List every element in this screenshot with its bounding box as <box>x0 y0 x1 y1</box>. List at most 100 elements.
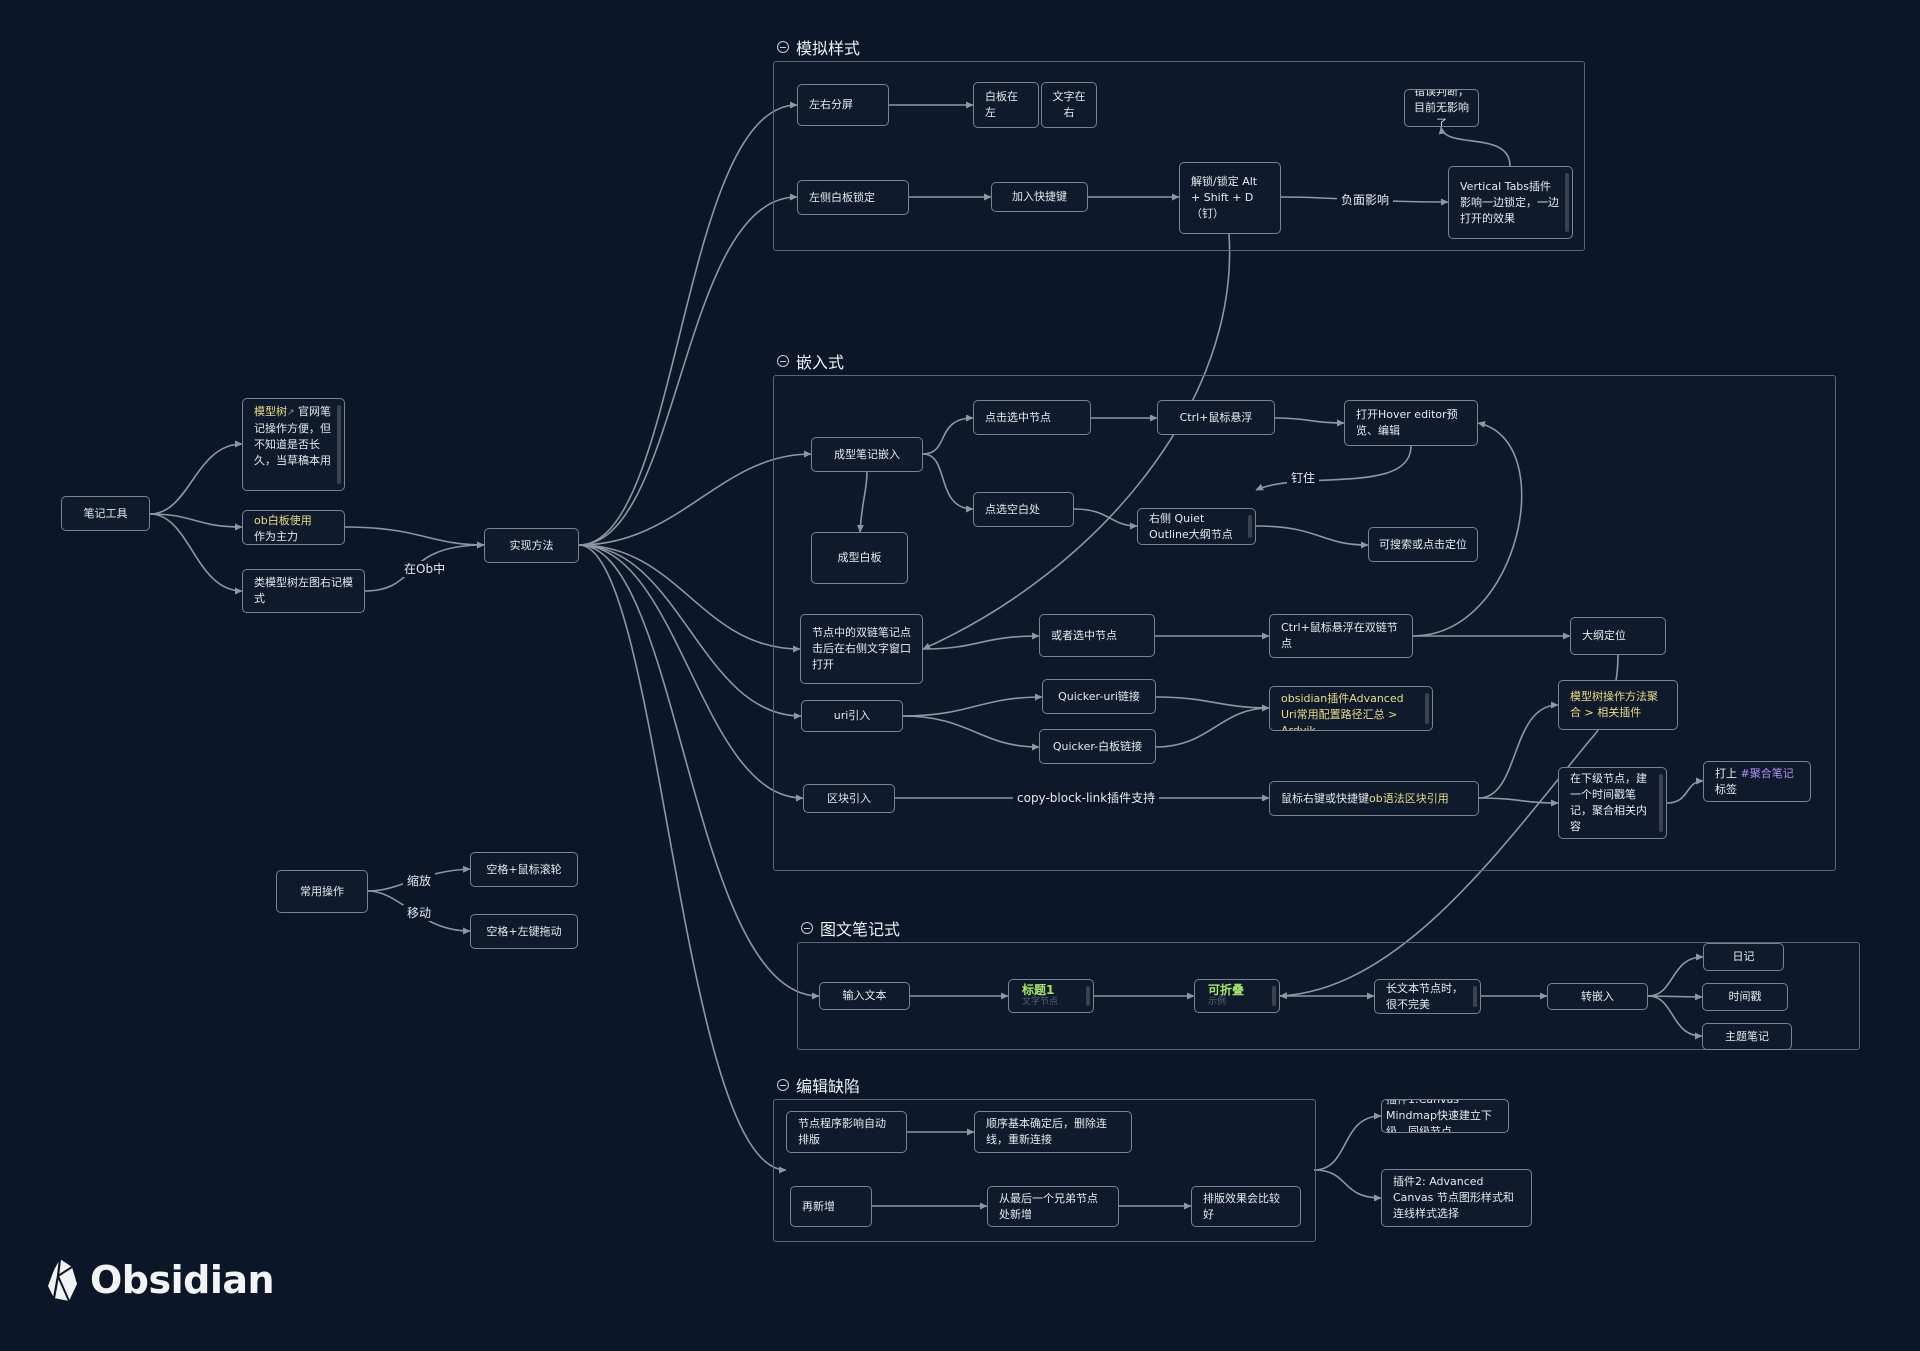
node-text-right[interactable]: 文字在右 <box>1041 82 1097 128</box>
collapse-icon[interactable] <box>777 41 789 53</box>
node-block-ref[interactable]: 区块引入 <box>803 784 895 813</box>
collapse-icon[interactable] <box>801 922 813 934</box>
node-lock-left[interactable]: 左侧白板锁定 <box>797 180 909 215</box>
node-long-text[interactable]: 长文本节点时，很不完美 <box>1374 979 1481 1014</box>
edge-line[interactable] <box>902 715 1040 751</box>
node-right-click[interactable]: 鼠标右键或快捷键 ob语法区块引用 <box>1269 781 1479 816</box>
collapse-icon[interactable] <box>777 1079 789 1091</box>
node-input-text[interactable]: 输入文本 <box>819 982 910 1010</box>
node-quicker-board[interactable]: Quicker-白板链接 <box>1039 729 1156 764</box>
edge-line[interactable] <box>149 513 243 531</box>
edge-line[interactable] <box>1313 1112 1382 1171</box>
node-click-select[interactable]: 点击选中节点 <box>973 400 1091 435</box>
edge-line[interactable] <box>578 544 801 653</box>
edge-line[interactable] <box>1255 445 1412 491</box>
node-tag[interactable]: 打上 #聚合笔记 标签 <box>1703 761 1811 802</box>
node-search-locate[interactable]: 可搜索或点击定位 <box>1368 527 1478 562</box>
group-graphic-notes[interactable] <box>797 942 1860 1050</box>
group-label-mock-style[interactable]: 模拟样式 <box>777 34 860 60</box>
node-board-left[interactable]: 白板在左 <box>973 82 1039 128</box>
node-from-sibling[interactable]: 从最后一个兄弟节点处新增 <box>987 1186 1119 1227</box>
group-label-graphic-notes[interactable]: 图文笔记式 <box>801 915 900 941</box>
node-embed-note[interactable]: 成型笔记嵌入 <box>811 437 923 472</box>
node-hover-editor[interactable]: 打开Hover editor预览、编辑 <box>1344 400 1478 446</box>
node-sub-node[interactable]: 在下级节点，建一个时间戳笔记，聚合相关内容 <box>1558 767 1667 839</box>
node-space-wheel[interactable]: 空格+鼠标滚轮 <box>470 852 578 887</box>
node-reconnect[interactable]: 顺序基本确定后，删除连线，重新连接 <box>974 1111 1132 1153</box>
edge-line[interactable] <box>1478 797 1559 807</box>
edge-line[interactable] <box>578 193 798 546</box>
edge-line[interactable] <box>1255 525 1369 549</box>
edge-line[interactable] <box>1073 508 1138 530</box>
edge-line[interactable] <box>149 513 243 595</box>
node-ctrl-hover[interactable]: Ctrl+鼠标悬浮 <box>1157 400 1275 435</box>
edge-line[interactable] <box>1274 417 1345 427</box>
edge-line[interactable] <box>1647 993 1703 1001</box>
edge-line[interactable] <box>344 526 485 549</box>
node-click-blank[interactable]: 点选空白处 <box>973 492 1074 527</box>
node-vertical-tabs[interactable]: Vertical Tabs插件影响一边锁定，一边打开的效果 <box>1448 166 1573 239</box>
node-formed-board[interactable]: 成型白板 <box>811 532 908 584</box>
node-similar-tree[interactable]: 类模型树左图右记模式 <box>242 569 365 613</box>
node-quiet-outline[interactable]: 右侧 Quiet Outline大纲节点 <box>1137 508 1256 545</box>
node-common-ops[interactable]: 常用操作 <box>276 870 368 913</box>
node-backlink[interactable]: 节点中的双链笔记点击后在右侧文字窗口打开 <box>800 614 923 684</box>
node-space-drag[interactable]: 空格+左键拖动 <box>470 914 578 949</box>
node-impl[interactable]: 实现方法 <box>484 528 579 563</box>
group-mock-style[interactable] <box>773 61 1585 251</box>
group-edit-defect[interactable] <box>773 1099 1316 1242</box>
group-embed[interactable] <box>773 375 1836 871</box>
node-split-lr[interactable]: 左右分屏 <box>797 84 889 126</box>
node-outline-locate[interactable]: 大纲定位 <box>1570 617 1666 655</box>
edge-line[interactable] <box>578 101 798 546</box>
tag-link[interactable]: #聚合笔记 <box>1740 766 1794 780</box>
node-better-layout[interactable]: 排版效果会比较好 <box>1191 1186 1301 1227</box>
node-auto-layout[interactable]: 节点程序影响自动排版 <box>786 1111 907 1153</box>
node-quicker-uri[interactable]: Quicker-uri链接 <box>1042 679 1156 714</box>
edge-line[interactable] <box>578 544 787 1174</box>
edge-line[interactable] <box>149 440 243 515</box>
edge-line[interactable] <box>922 453 974 513</box>
node-model-tree[interactable]: 模型树↗ 官网笔记操作方便，但不知道是否长久，当草稿本用 <box>242 398 345 491</box>
node-re-add[interactable]: 再新增 <box>790 1186 872 1227</box>
edge-line[interactable] <box>1647 995 1703 1040</box>
node-to-embed[interactable]: 转嵌入 <box>1547 983 1648 1010</box>
edge-line[interactable] <box>578 450 812 546</box>
edge-line[interactable] <box>578 544 802 720</box>
node-topic-note[interactable]: 主题笔记 <box>1702 1023 1792 1050</box>
node-diary[interactable]: 日记 <box>1703 943 1784 971</box>
edge-line[interactable] <box>1647 953 1704 997</box>
node-ctrl-hover-backlink[interactable]: Ctrl+鼠标悬浮在双链节点 <box>1269 614 1413 658</box>
node-timestamp[interactable]: 时间戳 <box>1702 983 1788 1011</box>
node-or-select[interactable]: 或者选中节点 <box>1039 614 1155 657</box>
node-ob-board[interactable]: ob白板使用作为主力 <box>242 510 345 545</box>
edge-line[interactable] <box>1155 704 1270 748</box>
edge-line[interactable] <box>922 632 1040 650</box>
edge-line[interactable] <box>578 544 820 1000</box>
group-label-edit-defect[interactable]: 编辑缺陷 <box>777 1072 860 1098</box>
node-wrong-judge[interactable]: 错误判断，目前无影响了 <box>1404 89 1479 127</box>
node-foldable[interactable]: 可折叠 示例 <box>1194 979 1280 1013</box>
edge-line[interactable] <box>922 414 974 455</box>
node-note-tool[interactable]: 笔记工具 <box>61 496 150 531</box>
edge-line[interactable] <box>1438 126 1511 167</box>
node-lock-unlock[interactable]: 解锁/锁定 Alt + Shift + D（钉） <box>1179 162 1281 234</box>
edge-line[interactable] <box>856 471 868 533</box>
node-hl-text[interactable]: 模型树 <box>254 405 287 418</box>
edge-line[interactable] <box>1313 1169 1382 1202</box>
node-model-tree-ops[interactable]: 模型树操作方法聚合 > 相关插件 <box>1558 680 1678 730</box>
group-label-embed[interactable]: 嵌入式 <box>777 348 844 374</box>
collapse-icon[interactable] <box>777 355 789 367</box>
node-add-shortcut[interactable]: 加入快捷键 <box>991 182 1088 212</box>
edge-line[interactable] <box>902 693 1043 717</box>
edge-line[interactable] <box>1155 696 1270 712</box>
node-heading1[interactable]: 标题1 文字节点 <box>1008 979 1094 1013</box>
edge-line[interactable] <box>1478 701 1559 799</box>
node-plugin2[interactable]: 插件2: Advanced Canvas 节点图形样式和连线样式选择 <box>1381 1169 1532 1227</box>
node-advanced-uri[interactable]: obsidian插件Advanced Uri常用配置路径汇总 > Ardvik <box>1269 686 1433 731</box>
edge-line[interactable] <box>578 544 804 802</box>
node-plugin1[interactable]: 插件1:Canvas Mindmap快速建立下级、同级节点 <box>1381 1099 1509 1133</box>
edge-line[interactable] <box>1666 777 1704 804</box>
edge-line[interactable] <box>922 233 1231 650</box>
edge-line[interactable] <box>1412 421 1523 637</box>
